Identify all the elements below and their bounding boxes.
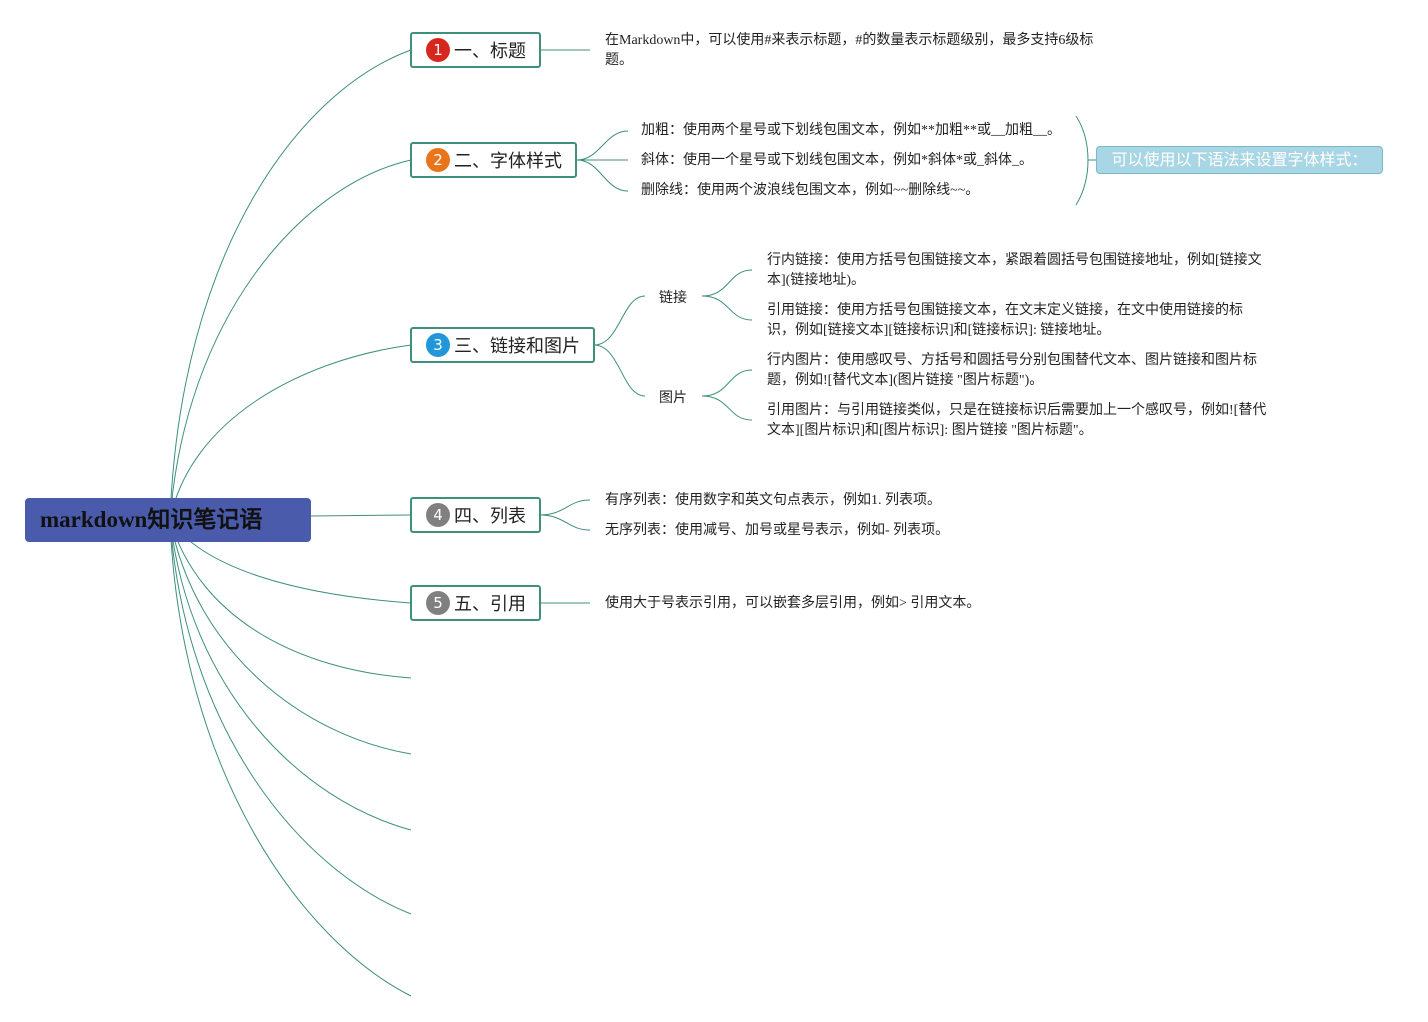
connector-branch-4	[310, 514, 412, 517]
leaf-quote[interactable]: 使用大于号表示引用，可以嵌套多层引用，例如> 引用文本。	[605, 596, 981, 611]
connector-branch-1	[169, 49, 412, 521]
number-badge-icon: 5	[426, 591, 450, 615]
connector-empty-3	[169, 519, 412, 831]
branch-label: 二、字体样式	[454, 151, 562, 172]
summary-font-style[interactable]: 可以使用以下语法来设置字体样式：	[1096, 146, 1383, 174]
leaf-reference-image[interactable]: 引用图片：与引用链接类似，只是在链接标识后需要加上一个感叹号，例如![替代文本]…	[767, 403, 1267, 438]
connector-empty-2	[169, 519, 412, 755]
leaf-unordered-list[interactable]: 无序列表：使用减号、加号或星号表示，例如- 列表项。	[605, 523, 950, 538]
branch-label: 三、链接和图片	[454, 336, 580, 357]
leaf-bold[interactable]: 加粗：使用两个星号或下划线包围文本，例如**加粗**或__加粗__。	[641, 123, 1061, 138]
number-badge-icon: 4	[426, 503, 450, 527]
connector-link-a	[701, 269, 753, 297]
connector-sub-link	[593, 295, 646, 346]
leaf-italic[interactable]: 斜体：使用一个星号或下划线包围文本，例如*斜体*或_斜体_。	[641, 153, 1033, 168]
branch-quotes[interactable]: 5 五、引用	[410, 585, 541, 621]
connector-leaf-4b	[539, 514, 591, 531]
connector-sub-image	[593, 344, 646, 397]
branch-label: 五、引用	[454, 594, 526, 615]
connector-image-b	[701, 395, 753, 421]
summary-bracket	[1075, 115, 1089, 206]
branch-lists[interactable]: 4 四、列表	[410, 497, 541, 533]
number-badge-icon: 3	[426, 333, 450, 357]
connector-branch-3	[169, 344, 412, 521]
branch-label: 一、标题	[454, 41, 526, 62]
connector-empty-1	[169, 519, 412, 679]
leaf-ordered-list[interactable]: 有序列表：使用数字和英文句点表示，例如1. 列表项。	[605, 493, 941, 508]
connector-leaf-4a	[539, 499, 591, 516]
connector-image-a	[701, 369, 753, 397]
branch-label: 四、列表	[454, 506, 526, 527]
connector-empty-5	[169, 519, 412, 997]
branch-headings[interactable]: 1 一、标题	[410, 32, 541, 68]
subtopic-links[interactable]: 链接	[659, 290, 687, 306]
leaf-strikethrough[interactable]: 删除线：使用两个波浪线包围文本，例如~~删除线~~。	[641, 183, 980, 198]
branch-font-style[interactable]: 2 二、字体样式	[410, 142, 577, 178]
number-badge-icon: 1	[426, 38, 450, 62]
leaf-reference-link[interactable]: 引用链接：使用方括号包围链接文本，在文末定义链接，在文中使用链接的标识，例如[链…	[767, 303, 1243, 338]
connector-branch-2	[169, 159, 412, 521]
leaf-headings-desc[interactable]: 在Markdown中，可以使用#来表示标题，#的数量表示标题级别，最多支持6级标…	[605, 33, 1094, 68]
leaf-inline-link[interactable]: 行内链接：使用方括号包围链接文本，紧跟着圆括号包围链接地址，例如[链接文本](链…	[767, 253, 1262, 288]
connector-link-b	[701, 295, 753, 321]
subtopic-images[interactable]: 图片	[659, 390, 687, 406]
branch-links-images[interactable]: 3 三、链接和图片	[410, 327, 595, 363]
connector-leaf-2a	[576, 130, 629, 161]
connector-leaf-2c	[576, 159, 629, 192]
central-topic[interactable]: markdown知识笔记语	[25, 498, 311, 542]
number-badge-icon: 2	[426, 148, 450, 172]
leaf-inline-image[interactable]: 行内图片：使用感叹号、方括号和圆括号分别包围替代文本、图片链接和图片标题，例如!…	[767, 353, 1257, 388]
connector-empty-4	[169, 519, 412, 915]
